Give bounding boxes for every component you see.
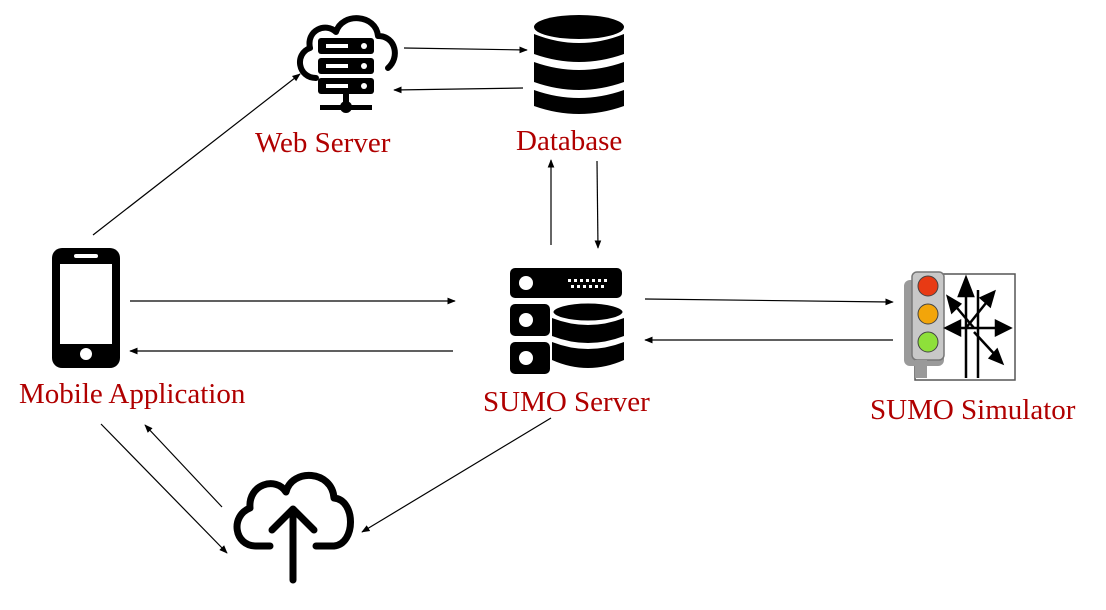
- node-label-sumo-server: SUMO Server: [483, 386, 650, 418]
- cloud-upload-icon: [233, 472, 354, 584]
- node-label-database: Database: [516, 125, 623, 157]
- smartphone-icon: [52, 248, 120, 368]
- edge-cloud-to-mobile: [144, 424, 223, 508]
- node-label-sumo-simulator: SUMO Simulator: [870, 394, 1076, 426]
- edge-mobile-to-web: [92, 73, 301, 236]
- edge-sumo-to-cloud: [361, 417, 552, 533]
- edge-mobile-to-cloud: [100, 423, 228, 554]
- node-label-mobile-application: Mobile Application: [19, 378, 246, 410]
- edge-web-to-database: [403, 46, 528, 54]
- cloud-server-icon: [297, 15, 398, 113]
- traffic-light-icon: [904, 271, 1016, 381]
- edge-database-to-web: [393, 86, 524, 94]
- node-label-web-server: Web Server: [255, 127, 391, 159]
- server-database-icon: [510, 268, 626, 374]
- edge-sumo-to-simulator: [644, 298, 894, 306]
- edge-database-to-sumo: [594, 160, 602, 249]
- database-icon: [534, 15, 624, 114]
